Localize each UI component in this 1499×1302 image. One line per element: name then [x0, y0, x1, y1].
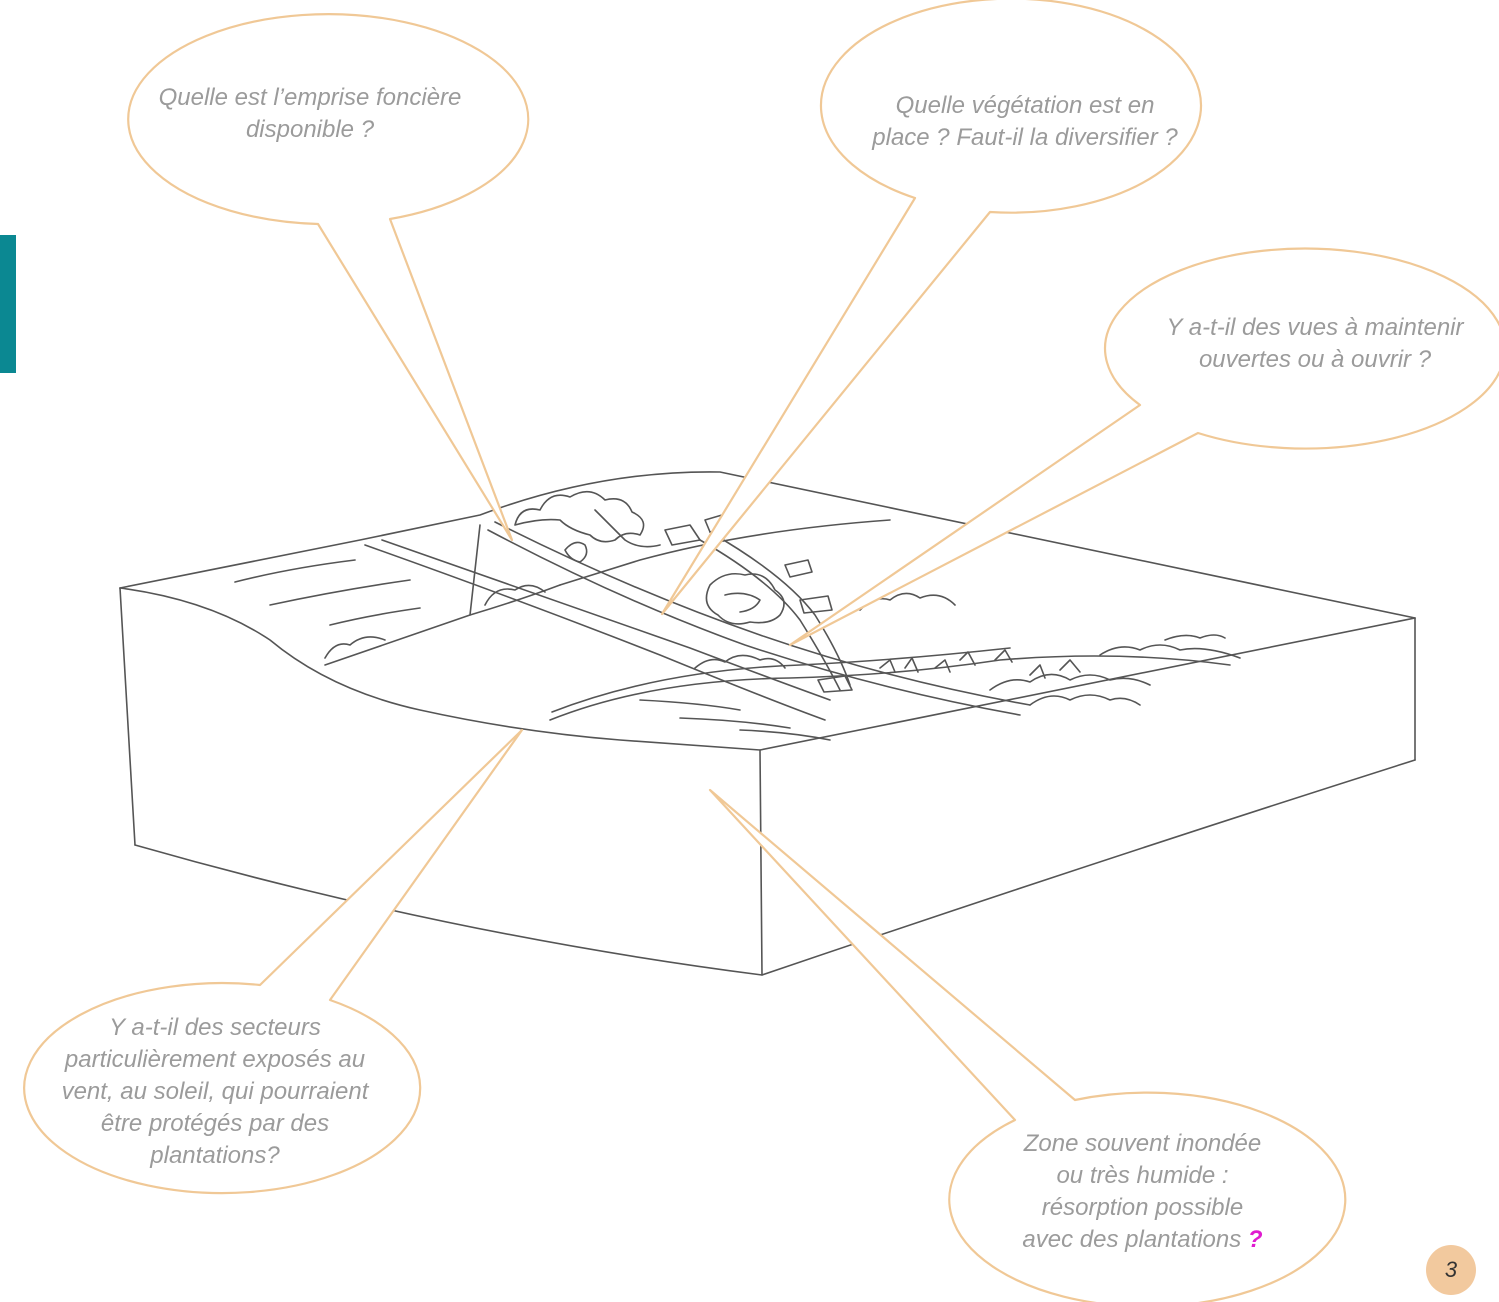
bubble-vues-text: Y a-t-il des vues à maintenir ouvertes o…: [1165, 312, 1465, 376]
tree-clump-small: [565, 542, 587, 562]
bubble-vegetation-text: Quelle végétation est en place ? Faut-il…: [870, 90, 1180, 154]
field-line-2: [470, 525, 480, 615]
hatch-4: [640, 700, 740, 710]
tree-clump-left: [485, 585, 545, 605]
block-left-edge: [120, 588, 135, 845]
terrain-front-profile: [120, 588, 1415, 750]
road-1: [365, 545, 825, 720]
page-number: 3: [1445, 1257, 1457, 1283]
trees-right: [995, 650, 1080, 678]
block-diagram: [120, 472, 1415, 975]
field-line-1: [325, 585, 560, 665]
tree-clump-top: [515, 492, 644, 542]
hatch-1: [235, 560, 355, 582]
bubble-inondee-body: Zone souvent inondée ou très humide : ré…: [1022, 1130, 1261, 1253]
bubble-emprise-text: Quelle est l’emprise foncière disponible…: [150, 82, 470, 146]
hatch-2: [270, 580, 410, 605]
hedge-right-4: [1165, 635, 1225, 640]
road-1b: [382, 540, 830, 700]
house-3: [800, 596, 832, 613]
tree-clump-center: [706, 574, 784, 624]
accent-question-mark: ?: [1248, 1226, 1263, 1253]
hatch-3: [330, 608, 420, 625]
bubble-exposes-text: Y a-t-il des secteurs particulièrement e…: [55, 1012, 375, 1172]
tree-cluster-right: [1030, 695, 1140, 705]
house-2: [785, 560, 812, 577]
block-front-edge: [760, 750, 762, 975]
house-1: [665, 525, 700, 545]
page-number-badge: 3: [1426, 1245, 1476, 1295]
bubble-inondee-text: Zone souvent inondée ou très humide : ré…: [1015, 1128, 1270, 1256]
tree-clump-center-inner: [725, 593, 760, 612]
road-3b: [552, 648, 1010, 712]
hatch-5: [680, 718, 790, 728]
side-tab-marker: [0, 235, 16, 373]
house-4: [818, 676, 852, 692]
